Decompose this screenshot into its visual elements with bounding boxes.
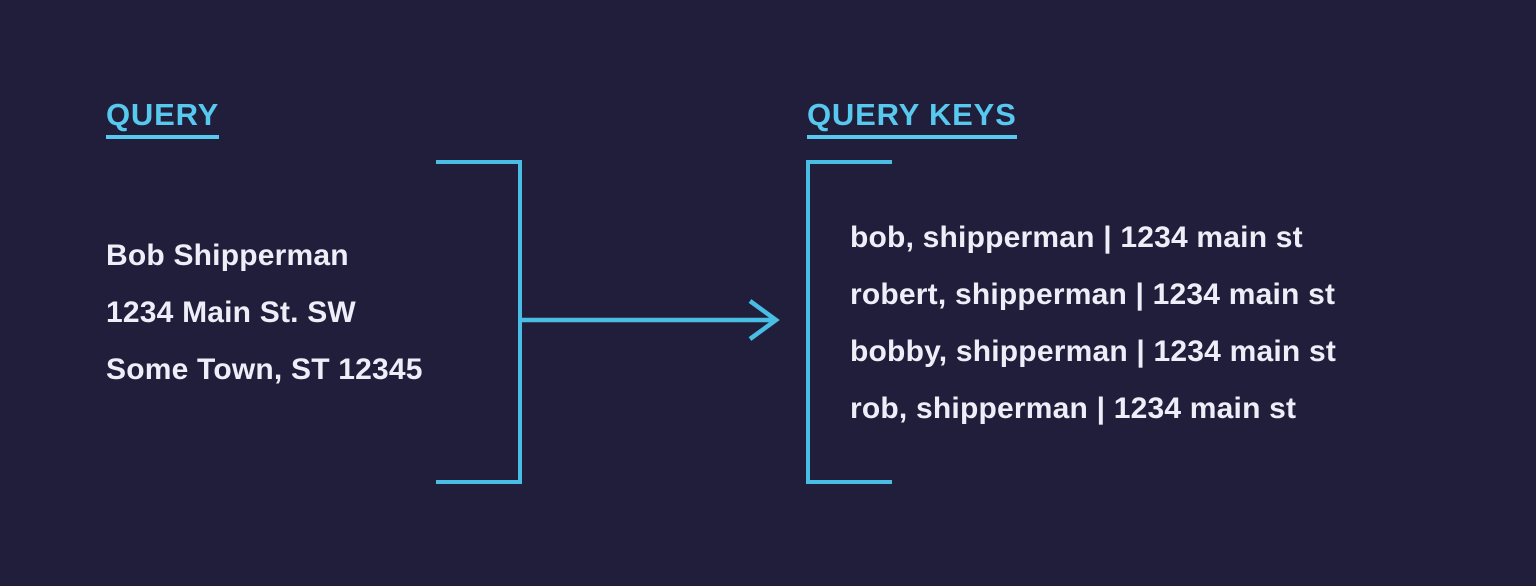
query-keys-open-bracket	[806, 160, 892, 484]
query-key-line: robert, shipperman | 1234 main st	[850, 278, 1336, 311]
query-keys-heading: QUERY KEYS	[807, 98, 1017, 139]
address-line-city: Some Town, ST 12345	[106, 353, 423, 386]
query-key-line: rob, shipperman | 1234 main st	[850, 392, 1297, 425]
query-address: Bob Shipperman 1234 Main St. SW Some Tow…	[106, 227, 423, 398]
query-key-line: bobby, shipperman | 1234 main st	[850, 335, 1337, 368]
query-keys-list: bob, shipperman | 1234 main st robert, s…	[850, 209, 1336, 437]
arrow-right-icon	[520, 299, 780, 341]
address-line-name: Bob Shipperman	[106, 239, 349, 272]
query-heading: QUERY	[106, 98, 220, 139]
query-key-line: bob, shipperman | 1234 main st	[850, 221, 1303, 254]
address-line-street: 1234 Main St. SW	[106, 296, 356, 329]
query-close-bracket	[436, 160, 522, 484]
